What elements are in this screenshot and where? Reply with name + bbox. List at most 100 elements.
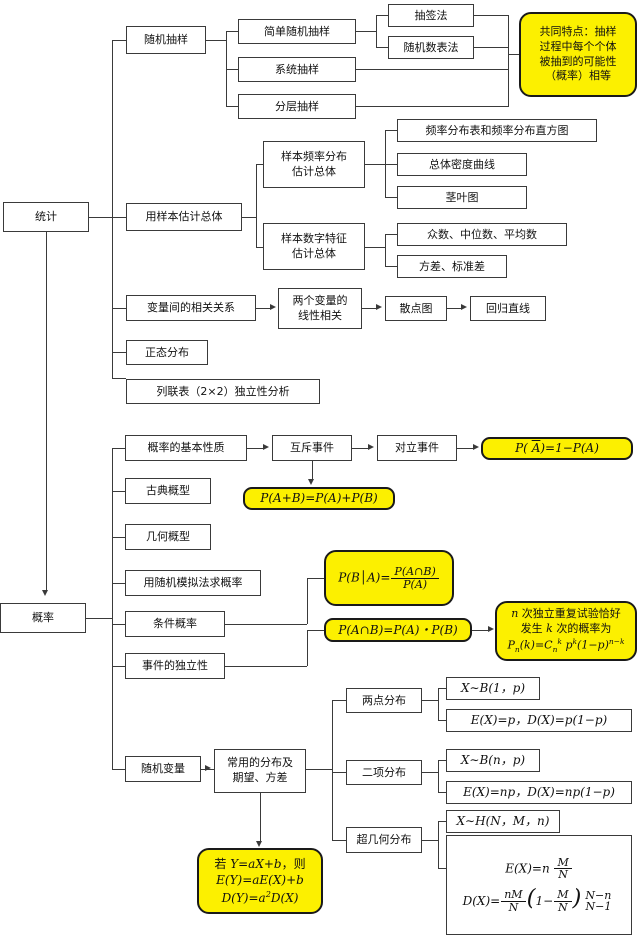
hub-line-1: 常用的分布及 (227, 756, 293, 770)
node-frequency-distribution-estimate[interactable]: 样本频率分布 估计总体 (263, 141, 365, 188)
connector-stratified-right (356, 106, 508, 107)
node-random-number-table[interactable]: 随机数表法 (388, 36, 474, 59)
connector-prob-i4 (112, 583, 125, 584)
formula-linear-transform[interactable]: 若 Y=aX+b，则 E(Y)=aE(X)+b D(Y)=a2D(X) (197, 848, 323, 914)
bernoulli-line-1: n 次独立重复试验恰好 (511, 607, 621, 621)
node-random-simulation-method[interactable]: 用随机模拟法求概率 (125, 570, 261, 596)
node-numerical-feature-estimate[interactable]: 样本数字特征 估计总体 (263, 223, 365, 270)
connector-corr-1 (256, 308, 270, 309)
node-event-independence[interactable]: 事件的独立性 (125, 653, 225, 679)
node-normal-distribution[interactable]: 正态分布 (126, 340, 208, 365)
node-contingency-table[interactable]: 列联表（2×2）独立性分析 (126, 379, 320, 404)
arrow-corr-3 (461, 304, 467, 310)
connector-indep-up (307, 630, 308, 666)
num-estimate-line-2: 估计总体 (292, 246, 336, 260)
formula-binomial-moments[interactable]: E(X)=np，D(X)=np(1−p) (446, 781, 632, 804)
connector-d2-moments (438, 792, 446, 793)
connector-cond-right (225, 624, 307, 625)
formula-complement-probability[interactable]: P( A)=1−P(A) (481, 437, 633, 460)
connector-simple-sub-1 (376, 15, 388, 16)
formula-binomial-law[interactable]: X∼B(n，p) (446, 749, 540, 772)
connector-sampling-2 (226, 69, 238, 70)
connector-d2-out (422, 772, 438, 773)
connector-stat-b3 (112, 308, 126, 309)
connector-common-merge (508, 15, 509, 107)
formula-conditional-probability[interactable]: P(B│A)=P(A∩B)P(A) (324, 550, 454, 606)
linear-line-2: 线性相关 (298, 308, 342, 322)
connector-stat-b4 (112, 352, 126, 353)
connector-prob-i3 (112, 537, 125, 538)
common-note-line-4: （概率）相等 (545, 69, 611, 83)
connector-cond-up (307, 578, 308, 624)
connector-corr-3 (447, 308, 461, 309)
connector-d3-out (422, 840, 438, 841)
linear-transform-line-1: 若 Y=aX+b，则 (214, 857, 306, 872)
node-mode-median-mean[interactable]: 众数、中位数、平均数 (397, 223, 567, 246)
freq-estimate-line-2: 估计总体 (292, 164, 336, 178)
connector-hub-down (260, 793, 261, 841)
connector-g2-item-2 (385, 266, 397, 267)
node-systematic-sampling[interactable]: 系统抽样 (238, 57, 356, 82)
connector-d3-moments (438, 868, 446, 869)
node-scatter-plot[interactable]: 散点图 (385, 296, 447, 321)
node-frequency-table-histogram[interactable]: 频率分布表和频率分布直方图 (397, 119, 597, 142)
node-common-distributions-hub[interactable]: 常用的分布及 期望、方差 (214, 749, 306, 793)
common-note-line-2: 过程中每个个体 (539, 39, 617, 53)
freq-estimate-line-1: 样本频率分布 (281, 149, 347, 163)
connector-d1-spine (438, 688, 439, 720)
linear-line-1: 两个变量的 (292, 293, 348, 307)
node-conditional-probability[interactable]: 条件概率 (125, 611, 225, 637)
node-geometric-probability-model[interactable]: 几何概型 (125, 524, 211, 550)
arrow-corr-2 (376, 304, 382, 310)
note-sampling-common-feature[interactable]: 共同特点：抽样 过程中每个个体 被抽到的可能性 （概率）相等 (519, 12, 637, 97)
node-lottery-method[interactable]: 抽签法 (388, 4, 474, 27)
node-population-density-curve[interactable]: 总体密度曲线 (397, 153, 527, 176)
note-bernoulli-trials[interactable]: n 次独立重复试验恰好 发生 k 次的概率为 Pn(k)=Cnk pk(1−p)… (495, 601, 637, 661)
connector-estimate-g2 (256, 247, 263, 248)
node-estimate-population[interactable]: 用样本估计总体 (126, 203, 242, 231)
connector-hub-right (306, 769, 332, 770)
connector-d2-law (438, 760, 446, 761)
node-hypergeometric-distribution[interactable]: 超几何分布 (346, 827, 422, 853)
node-regression-line[interactable]: 回归直线 (470, 296, 546, 321)
node-binomial-distribution[interactable]: 二项分布 (346, 760, 422, 785)
connector-sampling-out (206, 40, 226, 41)
node-variance-stddev[interactable]: 方差、标准差 (397, 255, 507, 278)
connector-g1-item-2 (385, 164, 397, 165)
formula-independent-events[interactable]: P(A∩B)=P(A)・P(B) (324, 618, 472, 642)
node-variable-correlation[interactable]: 变量间的相关关系 (126, 295, 256, 321)
node-bernoulli-distribution[interactable]: 两点分布 (346, 688, 422, 713)
connector-prob-i5 (112, 624, 125, 625)
root-node-statistics[interactable]: 统计 (3, 202, 89, 232)
formula-bernoulli-law[interactable]: X∼B(1，p) (446, 677, 540, 700)
formula-hypergeometric-law[interactable]: X∼H(N，M，n) (446, 810, 560, 833)
connector-lottery-right (474, 15, 508, 16)
connector-stat-b5 (112, 378, 126, 379)
connector-g2-spine (385, 234, 386, 266)
connector-dist-spine (332, 700, 333, 840)
connector-g1-item-1 (385, 130, 397, 131)
node-complementary-events[interactable]: 对立事件 (377, 435, 457, 461)
node-two-variable-linear[interactable]: 两个变量的 线性相关 (278, 288, 362, 329)
formula-bernoulli-moments[interactable]: E(X)=p，D(X)=p(1−p) (446, 709, 632, 732)
connector-common-into-note (508, 54, 520, 55)
formula-addition-rule[interactable]: P(A+B)=P(A)+P(B) (243, 487, 395, 510)
formula-independent-text: P(A∩B)=P(A)・P(B) (338, 622, 458, 637)
node-probability-basic-properties[interactable]: 概率的基本性质 (125, 435, 247, 461)
connector-g2-item-1 (385, 234, 397, 235)
node-simple-random-sampling[interactable]: 简单随机抽样 (238, 19, 356, 44)
node-stratified-sampling[interactable]: 分层抽样 (238, 94, 356, 119)
connector-simple-out (356, 31, 376, 32)
connector-prob-i1 (112, 448, 125, 449)
node-stem-leaf-plot[interactable]: 茎叶图 (397, 186, 527, 209)
node-mutually-exclusive-events[interactable]: 互斥事件 (272, 435, 352, 461)
node-random-sampling[interactable]: 随机抽样 (126, 26, 206, 54)
node-random-variable[interactable]: 随机变量 (125, 756, 201, 782)
connector-indep-right (225, 666, 307, 667)
arrow-mutex-to-comp (368, 444, 374, 450)
root-node-probability[interactable]: 概率 (0, 603, 86, 633)
formula-complement-text: P( A)=1−P(A) (515, 441, 599, 455)
node-classical-probability-model[interactable]: 古典概型 (125, 478, 211, 504)
